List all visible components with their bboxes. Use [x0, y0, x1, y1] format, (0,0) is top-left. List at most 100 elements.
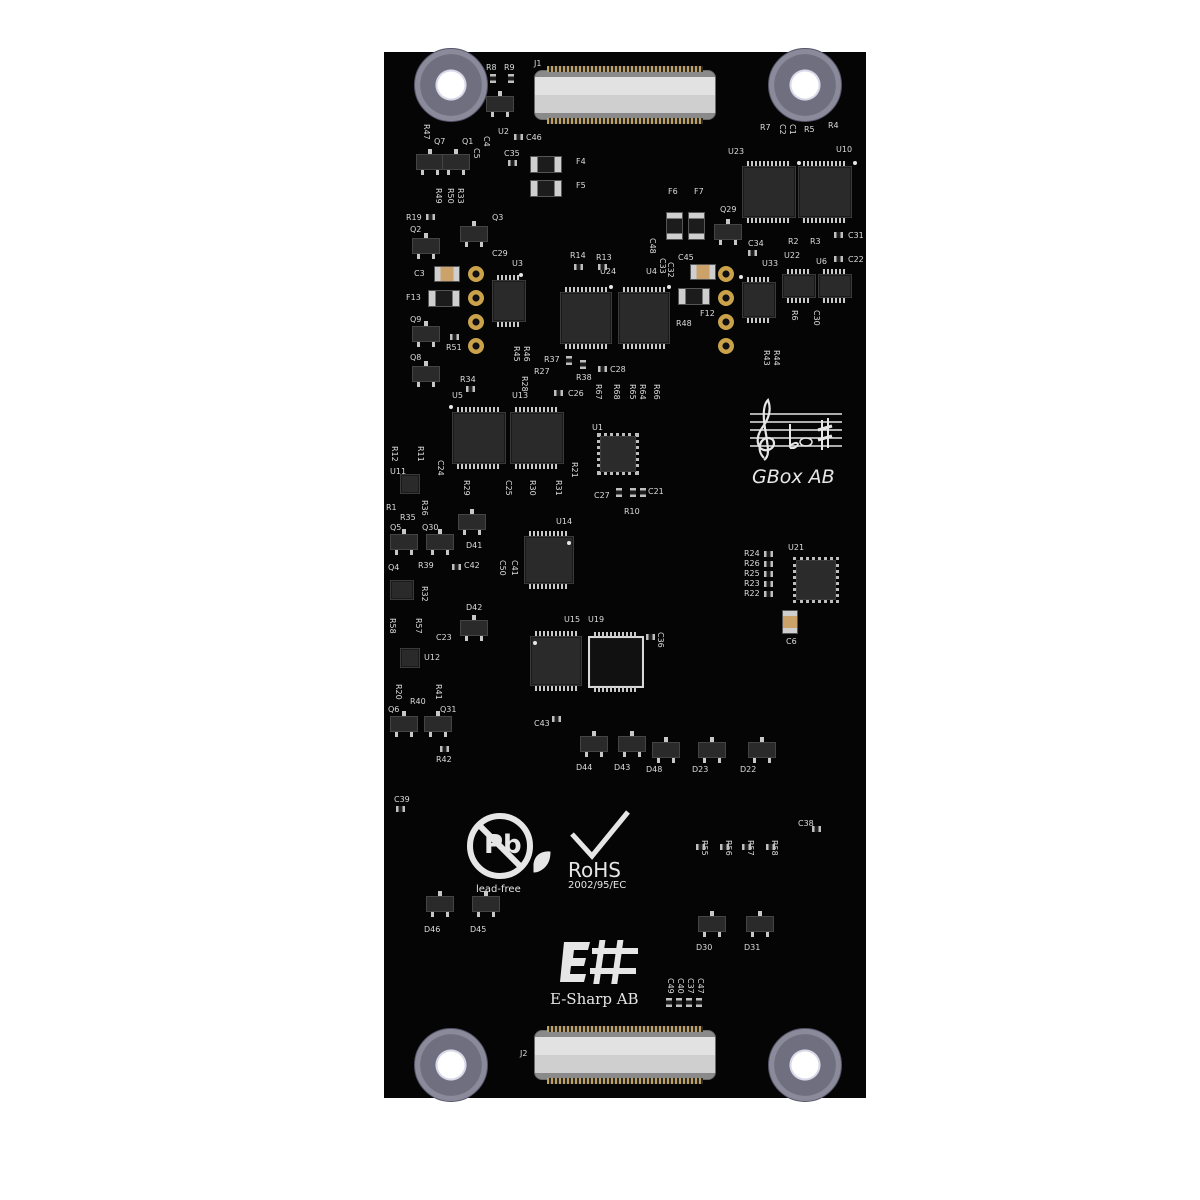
refdes: R46: [522, 346, 531, 362]
refdes: R33: [456, 188, 465, 204]
transistor-q29: [714, 219, 742, 245]
connector-j2: [534, 1026, 716, 1084]
capacitor: [552, 716, 561, 722]
ic-u15: [530, 631, 582, 691]
capacitor: [514, 134, 523, 140]
refdes: R65: [628, 384, 637, 400]
refdes: C47: [696, 978, 705, 994]
resistor: [566, 356, 572, 365]
refdes: C30: [812, 310, 821, 326]
rohs-title: RoHS: [568, 858, 621, 882]
refdes: R66: [652, 384, 661, 400]
resistor: [764, 551, 773, 557]
fuse-f5: [530, 180, 562, 197]
resistor: [466, 386, 475, 392]
refdes: Q29: [720, 205, 737, 214]
refdes: R2: [788, 237, 799, 246]
resistor: [598, 264, 607, 270]
refdes: D30: [696, 943, 713, 952]
refdes: C27: [594, 491, 610, 500]
diode-d31: [746, 911, 774, 937]
refdes: U11: [390, 467, 407, 476]
refdes: Q2: [410, 225, 422, 234]
fuse-f7: [688, 212, 705, 240]
resistor: [574, 264, 583, 270]
refdes: Q31: [440, 705, 457, 714]
connector-label: J2: [520, 1049, 528, 1058]
refdes: F4: [576, 157, 586, 166]
capacitor: [676, 998, 682, 1007]
diode-d44: [580, 731, 608, 757]
e-sharp-logo-icon: [560, 940, 638, 984]
refdes: C49: [666, 978, 675, 994]
leadfree-text: lead-free: [476, 884, 521, 895]
refdes: R28: [520, 376, 529, 392]
refdes: F5: [576, 181, 586, 190]
connector-label: J1: [534, 59, 542, 68]
refdes: R4: [828, 121, 839, 130]
diode-d46: [426, 891, 454, 917]
capacitor: [396, 806, 405, 812]
refdes: R36: [420, 500, 429, 516]
transistor-u2: [486, 91, 514, 117]
test-point: [468, 314, 484, 330]
transistor-q4: [390, 580, 414, 600]
connector-j1: [534, 66, 716, 124]
ic-u14: [524, 531, 574, 589]
ic-u13: [510, 407, 564, 469]
refdes: C43: [534, 719, 550, 728]
capacitor-c6: [782, 610, 798, 634]
refdes: C5: [472, 148, 481, 159]
ic-u19: [588, 632, 644, 692]
resistor: [696, 844, 705, 850]
refdes: R48: [676, 319, 692, 328]
refdes: C48: [648, 238, 657, 254]
refdes: R12: [390, 446, 399, 462]
refdes: R45: [512, 346, 521, 362]
transistor-q2: [412, 233, 440, 259]
refdes: R26: [744, 559, 760, 568]
refdes: C33: [658, 258, 667, 274]
refdes: F12: [700, 309, 715, 318]
refdes: R8: [486, 63, 497, 72]
refdes: C2: [778, 124, 787, 135]
refdes: R39: [418, 561, 434, 570]
refdes: R38: [576, 373, 592, 382]
ic-u23: [742, 161, 801, 223]
fuse-f12: [678, 288, 710, 305]
refdes: U33: [762, 259, 779, 268]
refdes: C45: [678, 253, 694, 262]
refdes: C36: [656, 632, 665, 648]
refdes: R41: [434, 684, 443, 700]
refdes: R57: [414, 618, 423, 634]
check-mark-icon: [570, 810, 630, 860]
refdes: C34: [748, 239, 764, 248]
refdes: C3: [414, 269, 425, 278]
refdes: R23: [744, 579, 760, 588]
refdes: R37: [544, 355, 560, 364]
transistor-q3: [460, 221, 488, 247]
refdes: U14: [556, 517, 573, 526]
mounting-hole-top-left: [414, 48, 488, 122]
refdes: U10: [836, 145, 853, 154]
refdes: R3: [810, 237, 821, 246]
refdes: R6: [790, 310, 799, 321]
capacitor: [452, 564, 461, 570]
refdes: R47: [422, 124, 431, 140]
transistor-q31: [424, 711, 452, 737]
pcb-board: J1 J2 R8 R9 U2 C46 C35 C4 C5 R47 Q7 Q1 F…: [384, 48, 866, 1102]
refdes: Q4: [388, 563, 400, 572]
refdes: R5: [804, 125, 815, 134]
refdes: D45: [470, 925, 487, 934]
refdes: C46: [526, 133, 542, 142]
transistor-q30: [426, 529, 454, 555]
refdes: Q3: [492, 213, 504, 222]
refdes: U24: [600, 267, 617, 276]
refdes: C31: [848, 231, 864, 240]
refdes: R21: [570, 462, 579, 478]
transistor-q9: [412, 321, 440, 347]
company-logo-text: GBox AB: [752, 466, 835, 488]
capacitor: [554, 390, 563, 396]
test-point: [718, 314, 734, 330]
refdes: R14: [570, 251, 586, 260]
